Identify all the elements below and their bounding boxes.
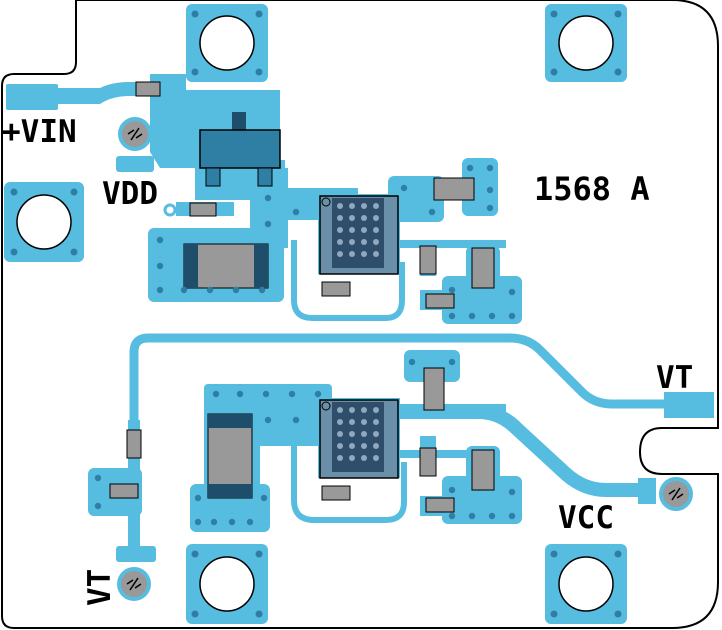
mounting-hole-left	[4, 182, 84, 262]
testpoint-vcc	[659, 477, 693, 511]
capacitor-c5	[423, 367, 445, 411]
label-vcc: VCC	[558, 500, 614, 536]
vdd-via	[163, 203, 177, 217]
ic-bottom	[318, 398, 400, 479]
label-vt-bottom: VT	[82, 569, 118, 606]
capacitor-c3	[471, 247, 495, 289]
bottom-loop-trace	[291, 440, 407, 523]
vt-connector-right	[664, 392, 714, 418]
regulator-top	[199, 112, 281, 187]
testpoint-vt	[117, 567, 151, 601]
resistor-r7	[419, 447, 437, 477]
capacitor-c1	[183, 243, 269, 289]
resistor-r3	[425, 293, 455, 309]
label-vt-right: VT	[656, 360, 693, 396]
vcc-pad	[638, 478, 656, 504]
resistor-r8	[425, 497, 455, 513]
vt-trace	[129, 333, 668, 430]
ic-bottom-vias	[337, 407, 379, 461]
via-dots	[94, 164, 516, 526]
resistor-r9	[321, 485, 351, 501]
resistor-r4	[321, 281, 351, 297]
ic-top-vias	[337, 203, 379, 257]
capacitor-c6	[471, 449, 495, 491]
resistor-r5	[126, 429, 142, 459]
testpoint-vin	[118, 117, 152, 151]
mounting-hole-top-left	[186, 4, 268, 82]
capacitor-c4	[207, 413, 253, 499]
mounting-hole-bottom-left	[186, 544, 268, 624]
vcc-trace	[400, 405, 644, 497]
resistor-vdd	[189, 202, 217, 217]
label-vdd: VDD	[102, 176, 158, 212]
resistor-r6	[109, 483, 139, 499]
label-vin: +VIN	[2, 114, 77, 150]
mounting-hole-bottom-right	[545, 544, 627, 624]
ic-top	[318, 194, 400, 275]
board-id-label: 1568 A	[534, 170, 650, 208]
resistor-r2	[419, 245, 437, 275]
capacitor-c2	[433, 177, 475, 201]
resistor-r1	[135, 81, 161, 97]
top-loop-trace	[291, 240, 405, 321]
mounting-hole-top-right	[545, 4, 627, 82]
